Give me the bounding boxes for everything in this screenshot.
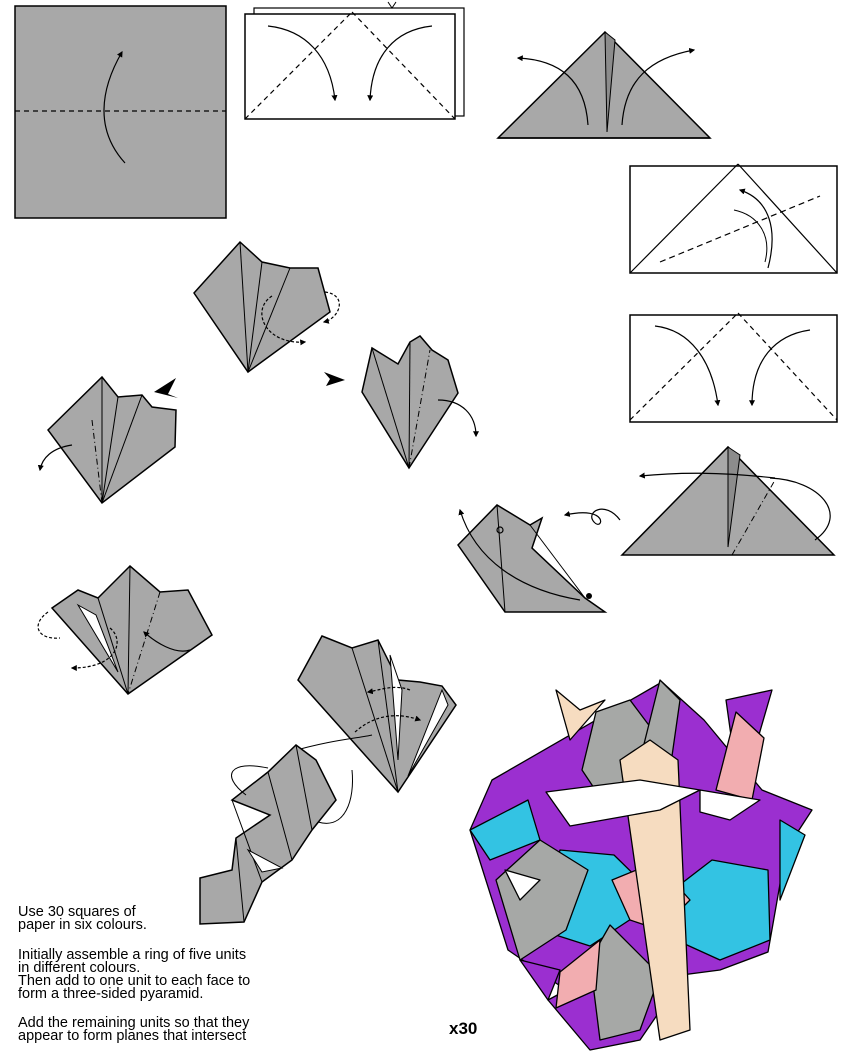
step-2-rectangle-folds bbox=[245, 2, 464, 119]
step-5-rectangle-folds bbox=[630, 313, 837, 422]
step-6-triangle bbox=[622, 447, 834, 555]
step-3-triangle bbox=[498, 32, 710, 138]
step-8-pointed-unit bbox=[324, 336, 476, 468]
instruction-line: appear to form planes that intersect bbox=[18, 1030, 318, 1043]
step-13-unit-chain bbox=[200, 745, 353, 924]
instruction-line: form a three-sided pyaramid. bbox=[18, 988, 318, 1001]
assembled-model bbox=[470, 680, 812, 1050]
instruction-line: paper in six colours. bbox=[18, 919, 318, 932]
step-9-folded-unit bbox=[194, 242, 339, 372]
unit-count-label: x30 bbox=[449, 1019, 477, 1039]
step-4-rectangle-fold bbox=[630, 164, 837, 273]
step-11-open-unit bbox=[38, 566, 212, 694]
step-10-left-unit bbox=[40, 377, 178, 503]
step-7-partial-fold bbox=[458, 505, 620, 612]
step-1-square-fold bbox=[15, 6, 226, 218]
